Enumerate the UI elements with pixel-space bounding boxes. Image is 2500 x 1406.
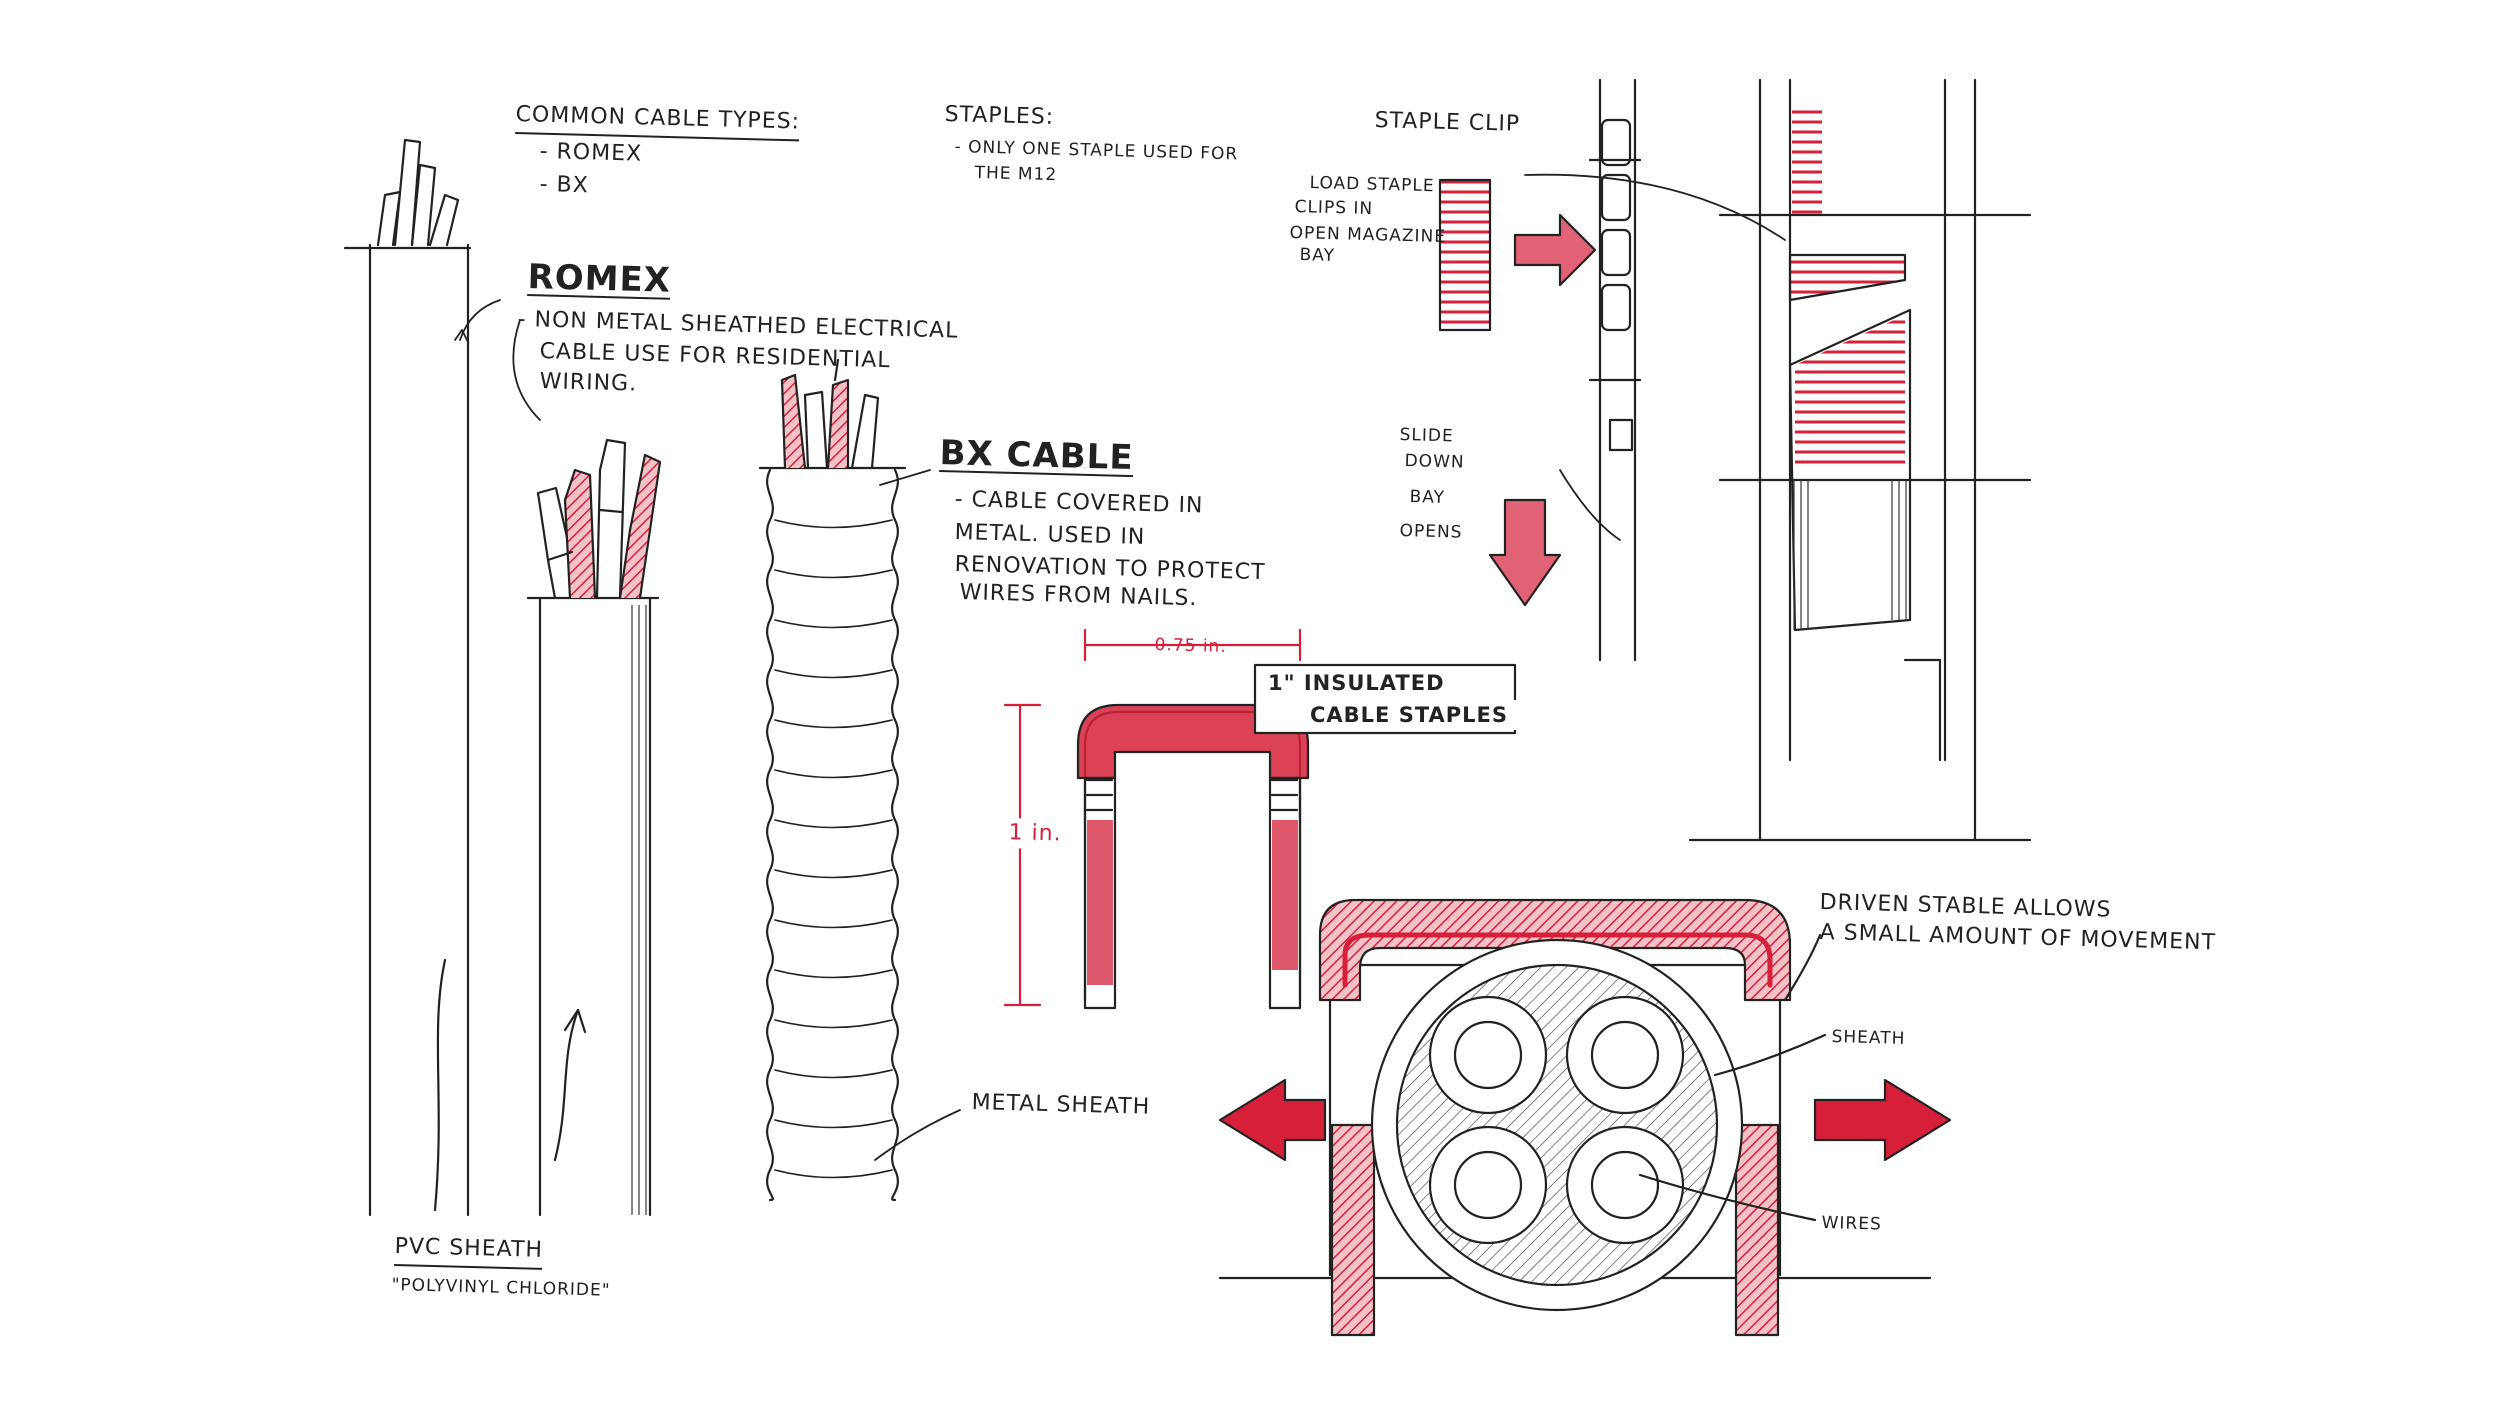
- wires-label: WIRES: [1821, 1212, 1883, 1235]
- romex-desc-3: WIRING.: [539, 368, 638, 397]
- bx-desc-2: METAL. USED IN: [954, 519, 1146, 550]
- bx-cable-drawing: [758, 358, 907, 1202]
- romex-title: ROMEX: [527, 257, 672, 301]
- load-label-4: BAY: [1299, 244, 1336, 266]
- pvc-cable-drawing: [343, 138, 472, 1217]
- romex-cable-drawing: [526, 438, 662, 1217]
- common-item-bx: - BX: [539, 171, 590, 199]
- staple-gun-drawing: [1438, 78, 2032, 842]
- slide-label-2: DOWN: [1404, 450, 1465, 473]
- slide-label-3: BAY: [1409, 486, 1446, 508]
- bx-desc-4: WIRES FROM NAILS.: [959, 579, 1198, 612]
- metal-sheath-label: METAL SHEATH: [971, 1089, 1151, 1120]
- common-item-romex: - ROMEX: [539, 138, 643, 167]
- bx-cable-title: BX CABLE: [939, 433, 1135, 479]
- pvc-sheath-sublabel: "POLYVINYL CHLORIDE": [391, 1274, 611, 1301]
- insulated-staple-label-line-2: CABLE STAPLES: [1300, 700, 1519, 730]
- dimension-height-label: 1 in.: [1004, 818, 1067, 850]
- staples-heading: STAPLES:: [944, 101, 1055, 130]
- dimension-width-label: 0.75 in.: [1154, 634, 1228, 657]
- insulated-staple-label-line-1: 1" INSULATED: [1258, 668, 1455, 698]
- sheath-label: SHEATH: [1831, 1026, 1906, 1049]
- cross-section-drawing: [1218, 898, 1952, 1337]
- staple-clip-label: STAPLE CLIP: [1374, 107, 1521, 137]
- slide-label-4: OPENS: [1399, 520, 1463, 543]
- pvc-sheath-label: PVC SHEATH: [394, 1232, 544, 1270]
- staples-line-2: THE M12: [974, 162, 1058, 186]
